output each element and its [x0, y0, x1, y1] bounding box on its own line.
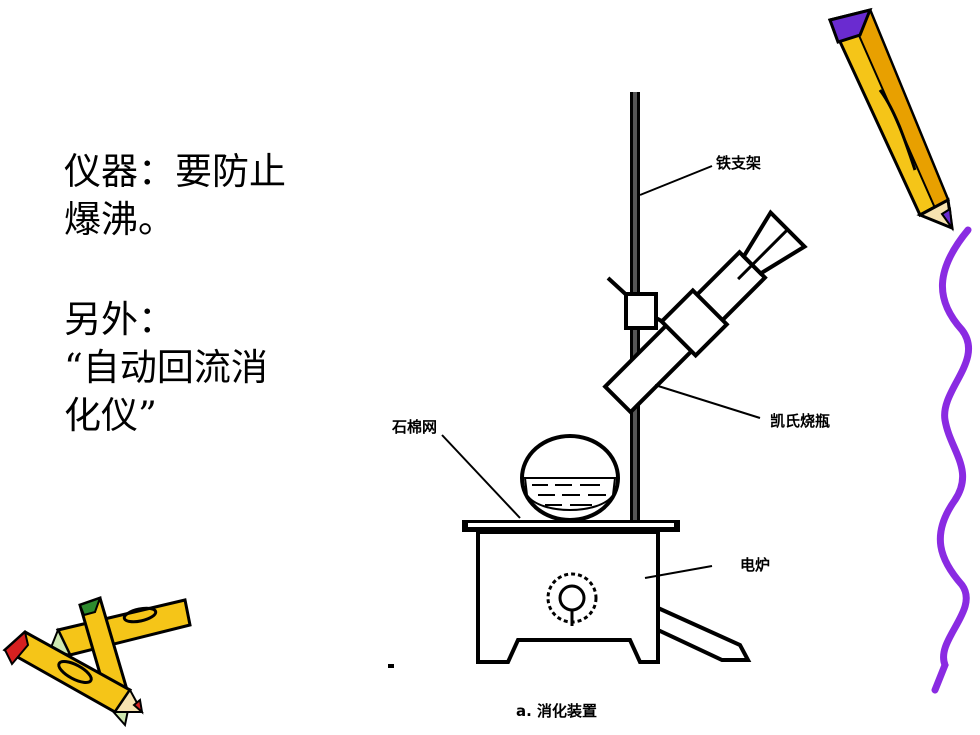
text-line: 另外： [64, 298, 175, 341]
slide-text-block: 仪器：要防止 爆沸。 另外： “自动回流消 化仪” [64, 148, 364, 440]
pencils-icon-bottom-left [2, 596, 192, 728]
pencil-icon-top-right [827, 7, 954, 232]
text-line: “自动回流消 [64, 346, 268, 389]
label-iron-stand: 铁支架 [716, 154, 761, 172]
label-electric-stove: 电炉 [740, 556, 770, 574]
digestion-apparatus-diagram [388, 92, 808, 668]
purple-wavy-border [931, 226, 972, 694]
diagram-caption: a. 消化装置 [516, 702, 597, 720]
iron-stand-base [656, 604, 752, 662]
label-asbestos-net: 石棉网 [391, 418, 437, 436]
text-line: 爆沸。 [64, 198, 175, 241]
text-line: 仪器：要防止 [64, 150, 286, 193]
text-line: 化仪” [64, 394, 157, 437]
label-kjeldahl-flask: 凯氏烧瓶 [770, 412, 830, 430]
clamp-box [624, 292, 658, 330]
